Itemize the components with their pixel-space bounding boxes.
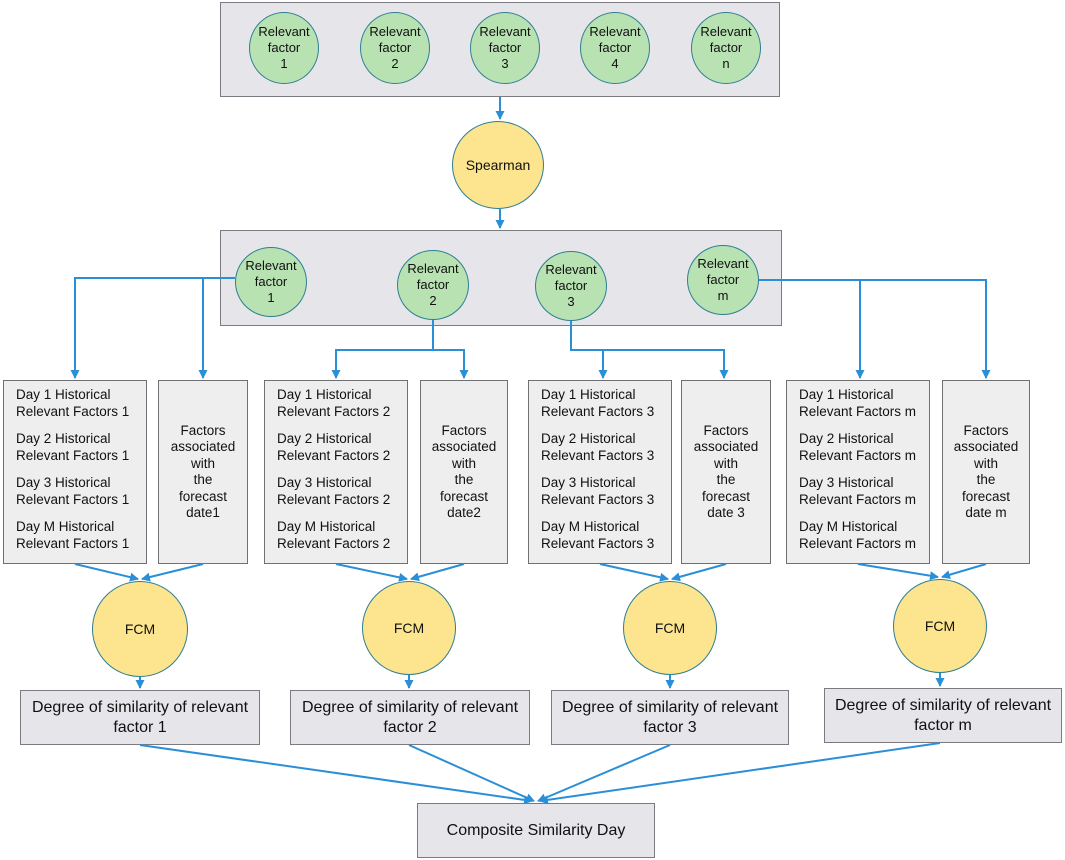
forecast-date-factors-box: Factors associated with the forecast dat…	[158, 380, 248, 564]
spearman-label: Spearman	[465, 157, 531, 173]
connector-factor3-history	[570, 321, 608, 379]
historical-factors-box: Day 1 Historical Relevant Factors 2 Day …	[264, 380, 408, 564]
connector-factor4-line	[759, 279, 991, 379]
spearman-circle: Spearman	[452, 121, 544, 209]
factor-label: Relevant factor 2	[407, 261, 459, 308]
factor-label: Relevant factor 2	[369, 24, 421, 71]
historical-factor-item: Day 3 Historical Relevant Factors 1	[16, 475, 130, 507]
selected-factor-circle: Relevant factor m	[687, 245, 759, 315]
historical-factor-item: Day 1 Historical Relevant Factors 1	[16, 387, 130, 419]
connector-factor3-assoc	[571, 349, 729, 379]
factor-label: Relevant factor n	[700, 24, 752, 71]
arrow-assoc3-fcm	[671, 563, 727, 582]
factor-label: Relevant factor m	[697, 256, 749, 303]
top-factor-circle: Relevant factor 4	[580, 12, 650, 84]
similarity-degree-box: Degree of similarity of relevant factor …	[20, 690, 260, 745]
arrow-similarity2-composite	[408, 744, 535, 802]
historical-factors-box: Day 1 Historical Relevant Factors m Day …	[786, 380, 930, 564]
arrow-history3-fcm	[599, 563, 669, 582]
historical-factor-item: Day M Historical Relevant Factors 1	[16, 519, 130, 551]
connector-factor2-history	[331, 349, 433, 379]
selected-factor-circle: Relevant factor 2	[397, 250, 469, 320]
historical-factor-item: Day 3 Historical Relevant Factors m	[799, 475, 917, 507]
forecast-date-factors-box: Factors associated with the forecast dat…	[942, 380, 1030, 564]
arrow-history2-fcm	[335, 563, 408, 582]
forecast-date-factors-box: Factors associated with the forecast dat…	[420, 380, 508, 564]
connector-factor2-assoc	[433, 349, 469, 379]
arrow-history1-fcm	[74, 563, 139, 582]
arrow-assoc2-fcm	[410, 563, 465, 582]
top-factor-circle: Relevant factor n	[691, 12, 761, 84]
historical-factors-box: Day 1 Historical Relevant Factors 3 Day …	[528, 380, 672, 564]
arrow-history4-fcm	[857, 563, 939, 581]
arrow-similarity1-composite	[139, 744, 533, 805]
historical-factor-item: Day 2 Historical Relevant Factors 2	[277, 431, 391, 463]
historical-factor-item: Day M Historical Relevant Factors m	[799, 519, 917, 551]
fcm-circle: FCM	[92, 581, 188, 677]
historical-factor-item: Day 1 Historical Relevant Factors 2	[277, 387, 391, 419]
composite-similarity-box: Composite Similarity Day	[417, 803, 655, 858]
historical-factors-box: Day 1 Historical Relevant Factors 1 Day …	[3, 380, 147, 564]
selected-factor-circle: Relevant factor 1	[235, 247, 307, 317]
similarity-degree-box: Degree of similarity of relevant factor …	[551, 690, 789, 745]
historical-factor-item: Day 1 Historical Relevant Factors m	[799, 387, 917, 419]
composite-label: Composite Similarity Day	[446, 821, 626, 839]
historical-factor-item: Day 2 Historical Relevant Factors 1	[16, 431, 130, 463]
historical-factor-item: Day M Historical Relevant Factors 3	[541, 519, 655, 551]
top-factor-circle: Relevant factor 3	[470, 12, 540, 84]
fcm-label: FCM	[924, 618, 956, 634]
arrow-assoc4-fcm	[941, 563, 987, 580]
fcm-label: FCM	[393, 620, 425, 636]
historical-factor-item: Day M Historical Relevant Factors 2	[277, 519, 391, 551]
forecast-date-factors-box: Factors associated with the forecast dat…	[681, 380, 771, 564]
factor-label: Relevant factor 1	[245, 258, 297, 305]
historical-factor-item: Day 2 Historical Relevant Factors 3	[541, 431, 655, 463]
connector-factor1-history	[70, 277, 235, 379]
arrow-assoc1-fcm	[141, 563, 204, 582]
fcm-circle: FCM	[362, 581, 456, 675]
selected-factor-circle: Relevant factor 3	[535, 251, 607, 321]
fcm-label: FCM	[654, 620, 686, 636]
factor-label: Relevant factor 4	[589, 24, 641, 71]
factor-label: Relevant factor 1	[258, 24, 310, 71]
arrow-similarity3-composite	[537, 744, 671, 803]
similarity-degree-box: Degree of similarity of relevant factor …	[824, 688, 1062, 743]
arrow-similarity4-composite	[539, 742, 941, 805]
similarity-degree-box: Degree of similarity of relevant factor …	[290, 690, 530, 745]
fcm-label: FCM	[124, 621, 156, 637]
fcm-circle: FCM	[893, 579, 987, 673]
top-factor-circle: Relevant factor 2	[360, 12, 430, 84]
historical-factor-item: Day 3 Historical Relevant Factors 2	[277, 475, 391, 507]
historical-factor-item: Day 1 Historical Relevant Factors 3	[541, 387, 655, 419]
historical-factor-item: Day 3 Historical Relevant Factors 3	[541, 475, 655, 507]
historical-factor-item: Day 2 Historical Relevant Factors m	[799, 431, 917, 463]
fcm-circle: FCM	[623, 581, 717, 675]
factor-label: Relevant factor 3	[545, 262, 597, 309]
top-factor-circle: Relevant factor 1	[249, 12, 319, 84]
factor-label: Relevant factor 3	[479, 24, 531, 71]
